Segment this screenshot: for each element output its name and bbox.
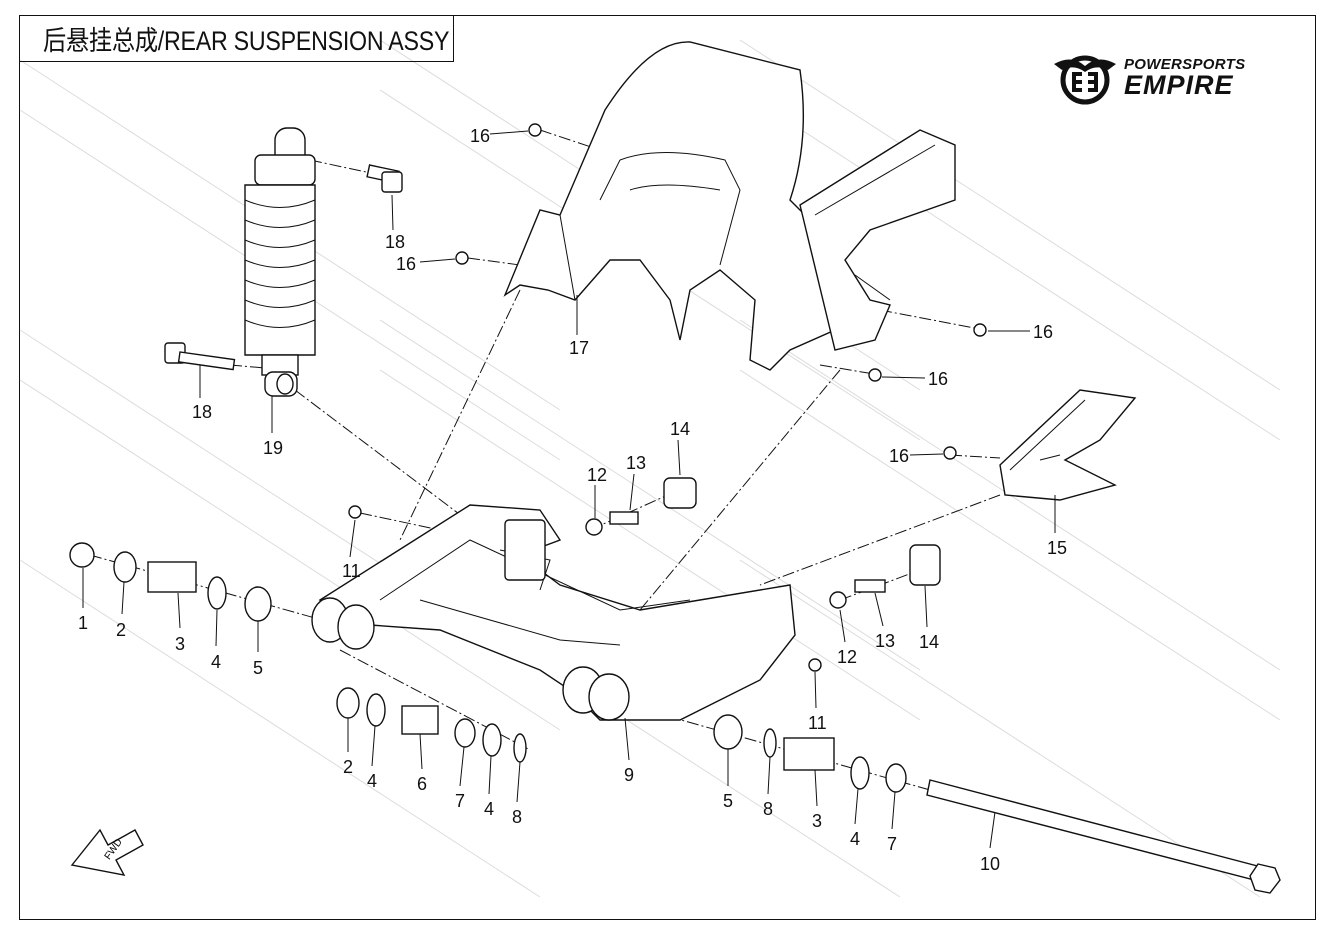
callout: 14 <box>670 419 690 439</box>
callout: 18 <box>192 402 212 422</box>
callout: 4 <box>367 771 377 791</box>
callout: 11 <box>808 713 827 733</box>
page-title: 后悬挂总成/REAR SUSPENSION ASSY <box>43 25 450 56</box>
callout: 16 <box>396 254 416 274</box>
callout: 8 <box>512 807 522 827</box>
callout: 4 <box>211 652 221 672</box>
callout: 16 <box>470 126 490 146</box>
callout: 9 <box>624 765 634 785</box>
callout: 4 <box>850 829 860 849</box>
rear-shock-absorber[interactable] <box>244 127 316 397</box>
logo-line-2: EMPIRE <box>1124 70 1234 100</box>
callout: 7 <box>887 834 897 854</box>
callout: 3 <box>812 811 822 831</box>
chain-guide-15[interactable] <box>999 389 1137 501</box>
leader-lines <box>82 130 1056 849</box>
callout: 11 <box>342 561 361 581</box>
callout: 8 <box>763 799 773 819</box>
callout: 16 <box>889 446 909 466</box>
callout: 2 <box>343 757 353 777</box>
brand-logo: POWERSPORTS EMPIRE <box>1052 50 1245 106</box>
callout: 3 <box>175 634 185 654</box>
callout: 7 <box>455 791 465 811</box>
callout: 12 <box>837 647 857 667</box>
callout: 14 <box>919 632 939 652</box>
callout: 16 <box>1033 322 1053 342</box>
callout: 19 <box>263 438 283 458</box>
axle-10[interactable] <box>926 779 1281 894</box>
bolt-18-lower <box>164 342 236 371</box>
logo-line-1: POWERSPORTS <box>1124 56 1246 73</box>
callout: 6 <box>417 774 427 794</box>
pivot-hardware <box>69 477 941 793</box>
drawing-frame <box>19 15 1316 920</box>
callout: 10 <box>980 854 1000 874</box>
fwd-arrow: FWD <box>70 828 144 876</box>
callout: 5 <box>253 658 263 678</box>
empire-emblem-icon <box>1054 55 1116 105</box>
callout: 1 <box>78 613 88 633</box>
callout: 13 <box>626 453 646 473</box>
screw-16 <box>348 123 987 672</box>
swingarm-9[interactable] <box>311 504 796 721</box>
callout: 4 <box>484 799 494 819</box>
bolt-18-upper <box>366 164 403 193</box>
callout: 18 <box>385 232 405 252</box>
title-box: 后悬挂总成/REAR SUSPENSION ASSY <box>19 15 454 62</box>
rear-fender-17[interactable] <box>503 41 956 371</box>
callout: 17 <box>569 338 589 358</box>
callout: 2 <box>116 620 126 640</box>
callout: 5 <box>723 791 733 811</box>
callouts: 16 18 16 17 16 16 18 19 14 12 13 16 15 1… <box>78 126 1067 874</box>
callout: 15 <box>1047 538 1067 558</box>
callout: 12 <box>587 465 607 485</box>
callout: 16 <box>928 369 948 389</box>
callout: 13 <box>875 631 895 651</box>
